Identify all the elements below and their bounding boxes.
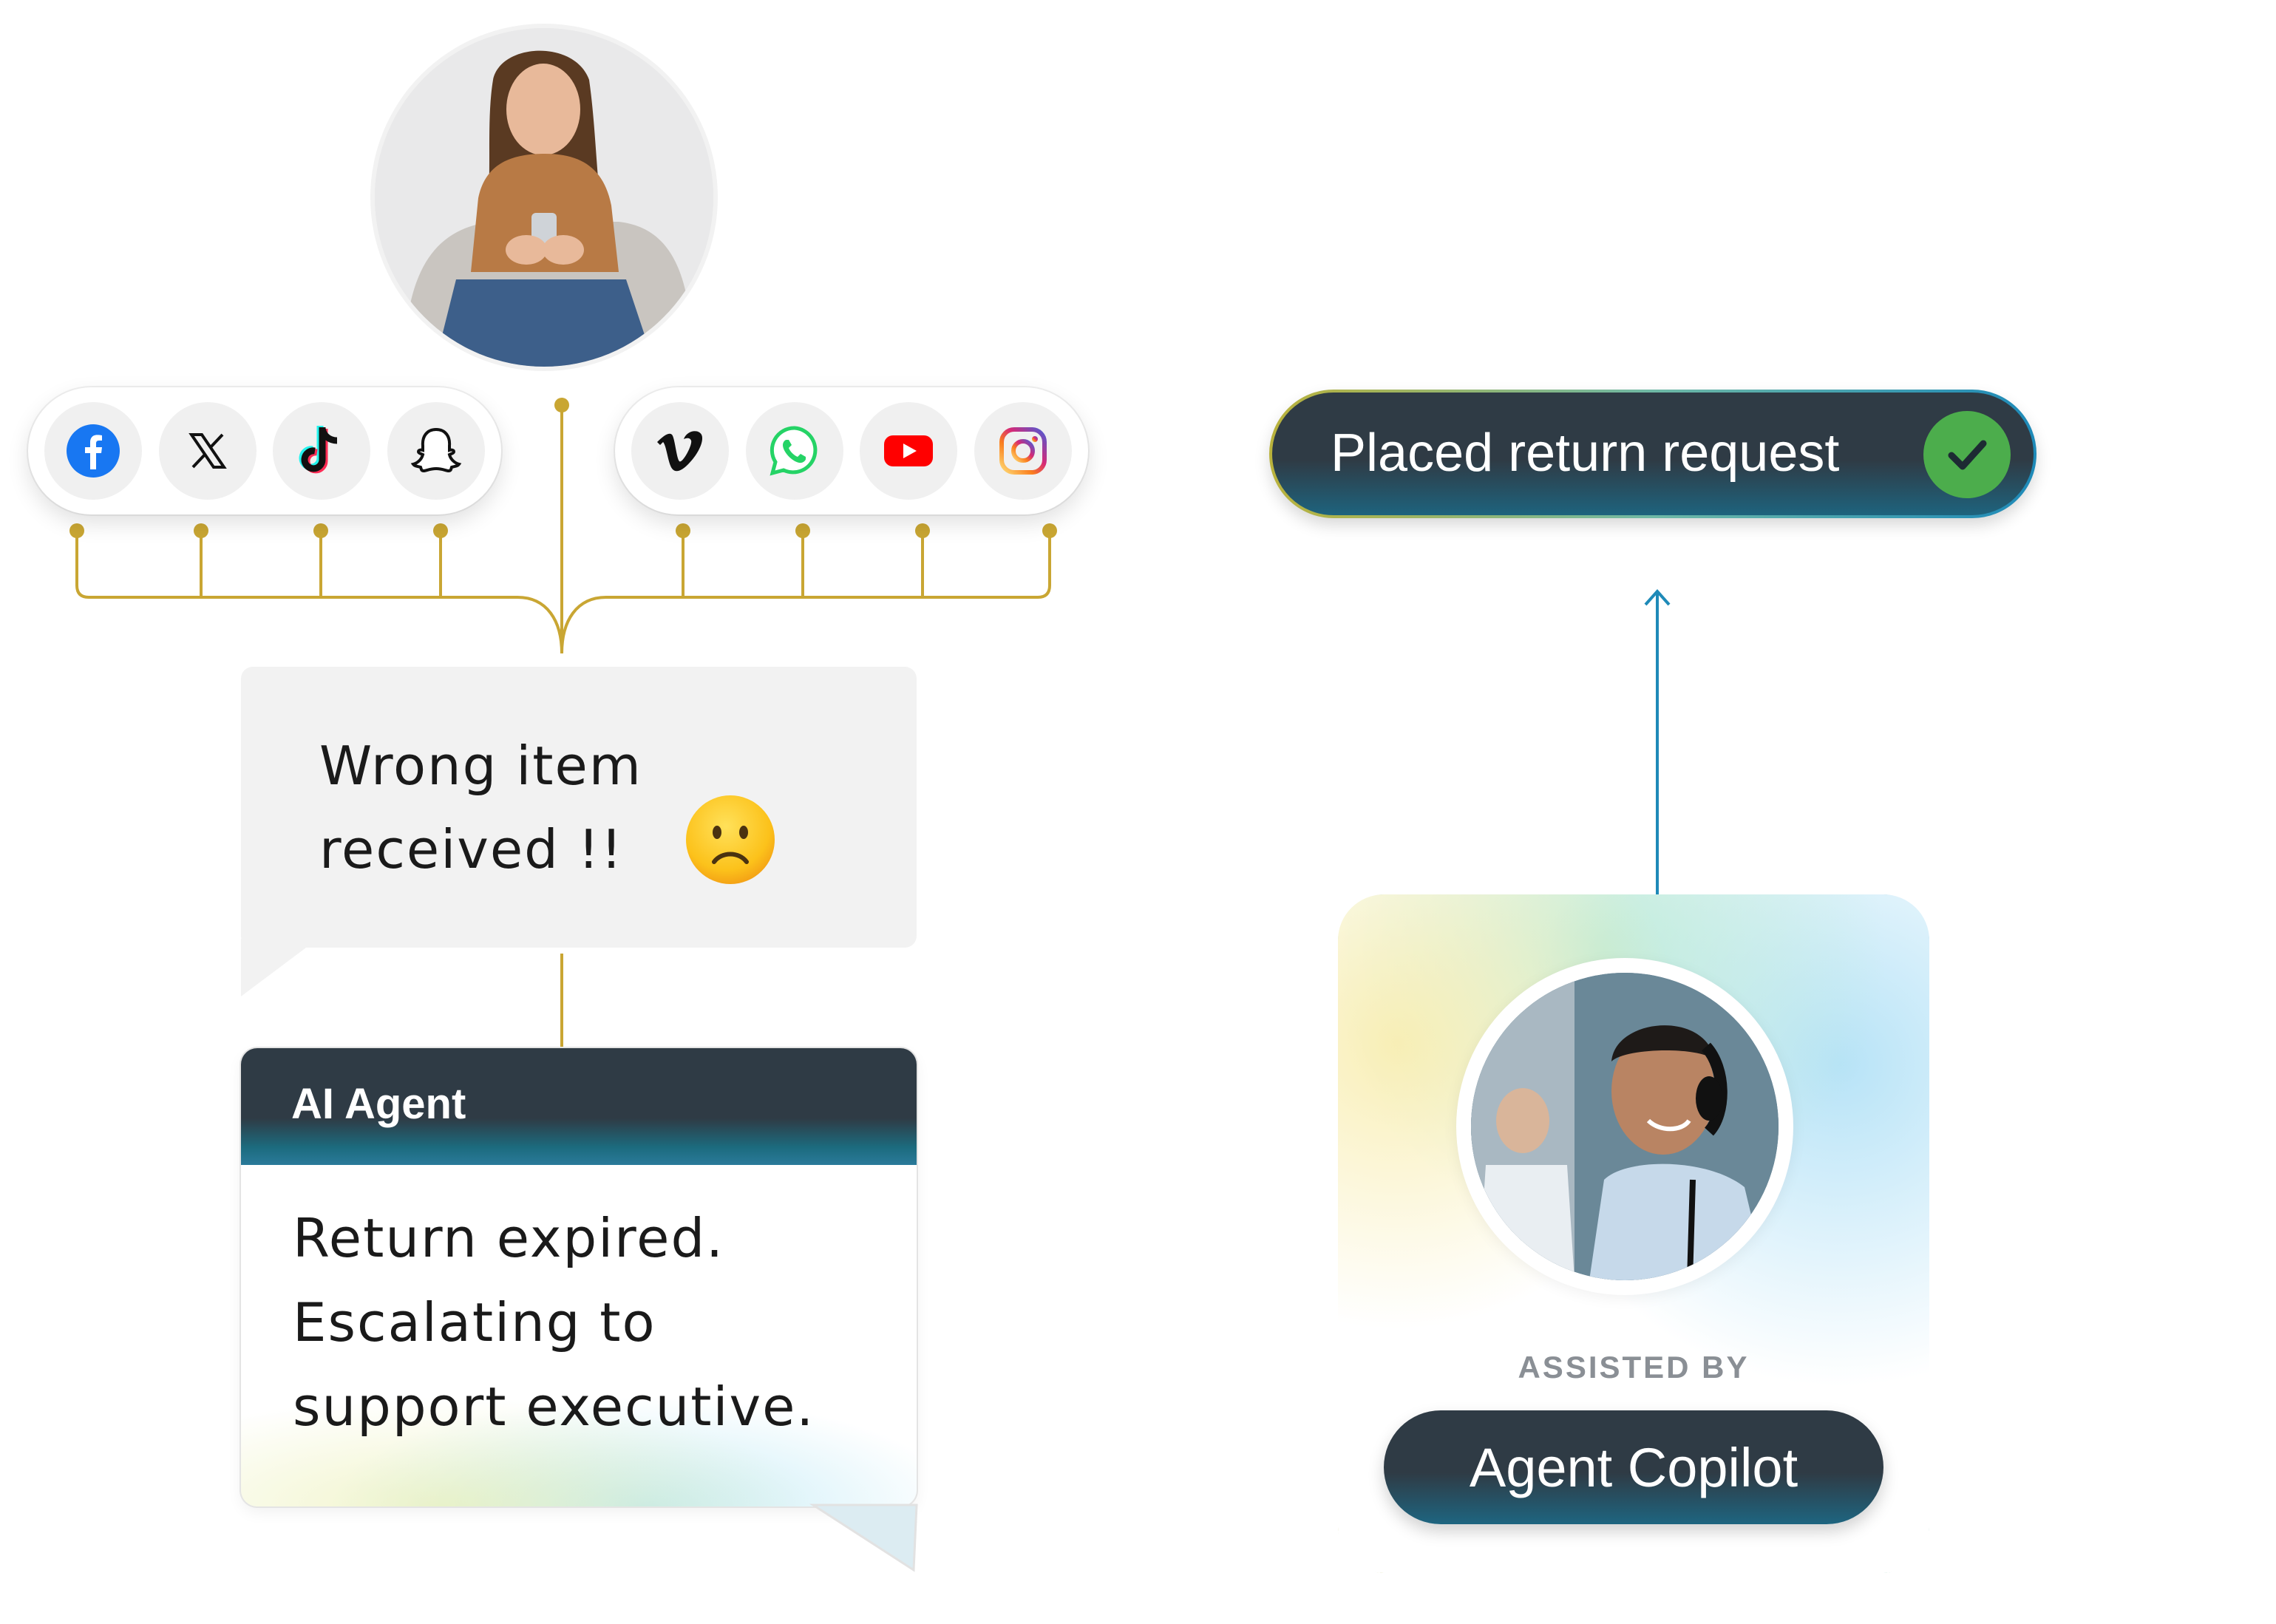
snapchat-icon[interactable]: [387, 402, 485, 500]
ai-agent-line3: support executive.: [293, 1365, 899, 1449]
instagram-icon[interactable]: [974, 402, 1072, 500]
x-icon[interactable]: [159, 402, 257, 500]
social-channels-left: [28, 387, 501, 514]
social-channels-right: [615, 387, 1088, 514]
agent-photo: [1471, 973, 1779, 1280]
check-icon: [1923, 411, 2011, 498]
youtube-icon[interactable]: [860, 402, 957, 500]
vimeo-icon[interactable]: [631, 402, 729, 500]
ai-agent-header: AI Agent: [241, 1048, 917, 1165]
customer-message-line2: received !!: [319, 808, 704, 891]
ai-agent-line2: Escalating to: [293, 1280, 899, 1365]
assisted-by-label: ASSISTED BY: [1338, 1350, 1929, 1385]
customer-message-line1: Wrong item: [319, 724, 704, 808]
ai-agent-line1: Return expired.: [293, 1196, 899, 1280]
sad-face-icon: [685, 794, 776, 886]
tiktok-icon[interactable]: [273, 402, 370, 500]
placed-return-request-label: Placed return request: [1331, 423, 1839, 483]
ai-agent-message: Return expired. Escalating to support ex…: [293, 1196, 899, 1449]
customer-message-text: Wrong item received !!: [319, 724, 704, 891]
whatsapp-icon[interactable]: [746, 402, 843, 500]
ai-agent-title: AI Agent: [291, 1079, 466, 1129]
customer-photo: [375, 28, 713, 367]
agent-copilot-badge[interactable]: Agent Copilot: [1384, 1410, 1883, 1524]
agent-avatar: [1471, 973, 1779, 1280]
facebook-icon[interactable]: [44, 402, 142, 500]
agent-copilot-label: Agent Copilot: [1470, 1436, 1798, 1499]
customer-avatar: [375, 28, 713, 367]
